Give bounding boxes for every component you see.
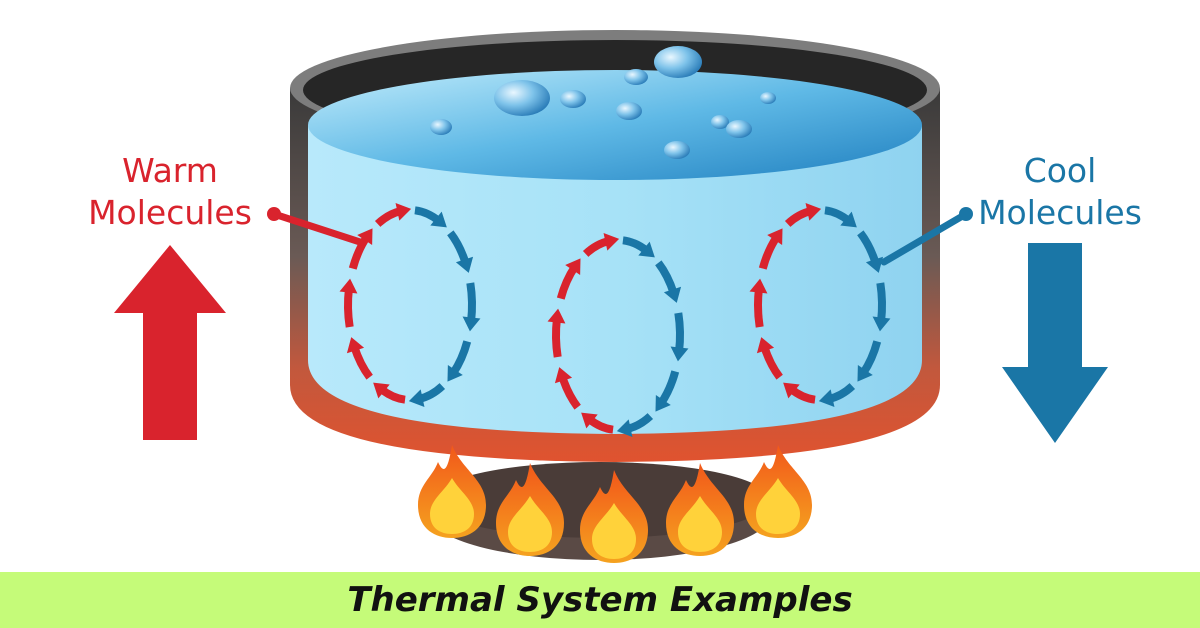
convection-arrowhead (872, 316, 891, 332)
flame-icon (580, 470, 648, 563)
convection-arrowhead (554, 367, 573, 384)
convection-arrowhead (581, 412, 598, 429)
convection-cells (339, 202, 891, 438)
bubble-icon (664, 141, 690, 159)
convection-arrowhead (373, 382, 390, 399)
convection-arrow-segment (674, 312, 684, 352)
warm-label-line2: Molecules (88, 193, 252, 232)
water-surface (308, 70, 922, 180)
bubble-icon (726, 120, 752, 138)
convection-arrowhead (357, 228, 373, 246)
convection-arrowhead (857, 364, 873, 382)
bubble-icon (654, 46, 702, 78)
bubble-icon (560, 90, 586, 108)
convection-arrowhead (455, 256, 474, 273)
convection-arrowhead (767, 228, 783, 246)
flames (418, 445, 812, 563)
flame-icon (666, 463, 734, 556)
convection-arrowhead (339, 278, 358, 294)
bubble-icon (624, 69, 648, 85)
convection-arrowhead (805, 202, 822, 221)
flame-inner (508, 496, 552, 552)
warm-molecules-label: Warm Molecules (70, 150, 270, 234)
bubble-icon (494, 80, 550, 116)
convection-arrowhead (408, 389, 425, 408)
convection-arrow-segment (344, 288, 354, 328)
convection-arrowhead (865, 256, 884, 273)
convection-arrow-segment (466, 282, 476, 322)
convection-arrowhead (655, 394, 671, 412)
convection-arrow-segment (552, 318, 562, 358)
title-banner: Thermal System Examples (0, 572, 1200, 628)
flame-icon (496, 463, 564, 556)
convection-arrowhead (818, 389, 835, 408)
convection-arrowhead (462, 316, 481, 332)
convection-arrow-segment (876, 282, 886, 322)
bubble-icon (760, 92, 776, 104)
cool-label-line1: Cool (1023, 151, 1097, 190)
convection-arrowhead (670, 346, 689, 362)
warm-label-line1: Warm (122, 151, 218, 190)
arrow-down-icon (1002, 243, 1108, 443)
convection-arrowhead (447, 364, 463, 382)
bubbles (430, 46, 776, 159)
convection-cell (547, 232, 689, 438)
convection-arrowhead (346, 337, 365, 354)
convection-arrowhead (783, 382, 800, 399)
convection-arrowhead (547, 308, 566, 324)
warm-pointer-line (270, 210, 364, 246)
cool-pointer-dot (959, 207, 973, 221)
convection-cell (749, 202, 891, 408)
flame-inner (592, 503, 636, 559)
flame-icon (744, 445, 812, 538)
convection-arrow-segment (754, 288, 764, 328)
cool-molecules-label: Cool Molecules (960, 150, 1160, 234)
flame-inner (678, 496, 722, 552)
convection-arrowhead (663, 286, 682, 303)
convection-arrowhead (395, 202, 412, 221)
cool-label-line2: Molecules (978, 193, 1142, 232)
convection-arrowhead (638, 241, 655, 258)
bubble-icon (616, 102, 642, 120)
arrow-up-icon (114, 245, 226, 440)
convection-arrowhead (565, 258, 581, 276)
banner-title: Thermal System Examples (347, 580, 853, 620)
bubble-icon (711, 115, 729, 129)
flame-inner (430, 478, 474, 534)
convection-arrowhead (840, 211, 857, 228)
convection-arrowhead (430, 211, 447, 228)
bubble-icon (430, 119, 452, 135)
convection-arrowhead (616, 419, 633, 438)
convection-arrowhead (603, 232, 620, 251)
warm-pointer-dot (267, 207, 281, 221)
flame-inner (756, 478, 800, 534)
convection-arrowhead (756, 337, 775, 354)
convection-arrowhead (749, 278, 768, 294)
flame-icon (418, 445, 486, 538)
cool-pointer-line (880, 210, 970, 266)
convection-cell (339, 202, 481, 408)
convection-pot-diagram (114, 30, 1108, 563)
